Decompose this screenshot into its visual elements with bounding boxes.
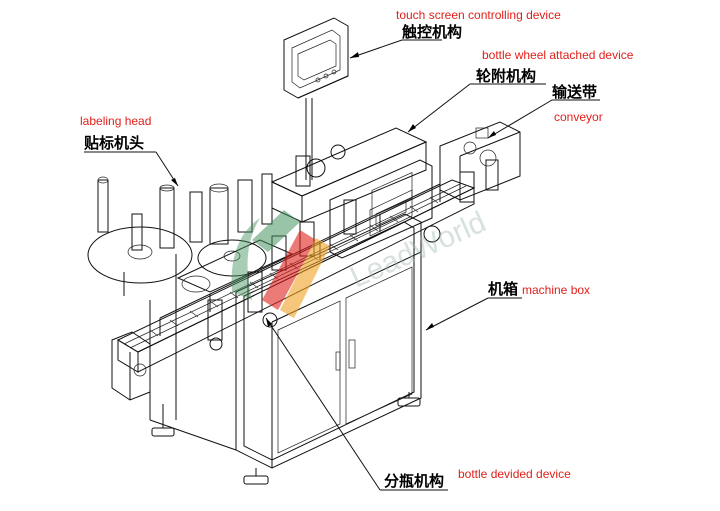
- labeling-head: [87, 173, 294, 300]
- touch-screen-label-cn: 触控机构: [402, 23, 462, 41]
- bottle-wheel-device: [270, 127, 499, 271]
- bottle-wheel-label-cn: 轮附机构: [476, 67, 536, 85]
- machine-box-label-cn: 机箱: [488, 280, 518, 298]
- labeling-head-label-en: labeling head: [80, 114, 151, 128]
- touch-screen-device: [283, 17, 349, 180]
- labeling-head-label-cn: 贴标机头: [84, 134, 144, 152]
- bottle-divided-device: [207, 271, 278, 351]
- bottle-wheel-label-en: bottle wheel attached device: [482, 48, 634, 62]
- conveyor-label-cn: 输送带: [552, 83, 597, 101]
- bottle-divided-label-cn: 分瓶机构: [384, 472, 444, 490]
- leadworld-watermark: LeadWorld: [231, 205, 491, 318]
- machine-box-label-en: machine box: [522, 283, 590, 297]
- callout-lines: [84, 39, 600, 491]
- bottle-divided-label-en: bottle devided device: [458, 467, 571, 481]
- conveyor-label-en: conveyor: [554, 110, 603, 124]
- touch-screen-label-en: touch screen controlling device: [396, 8, 561, 22]
